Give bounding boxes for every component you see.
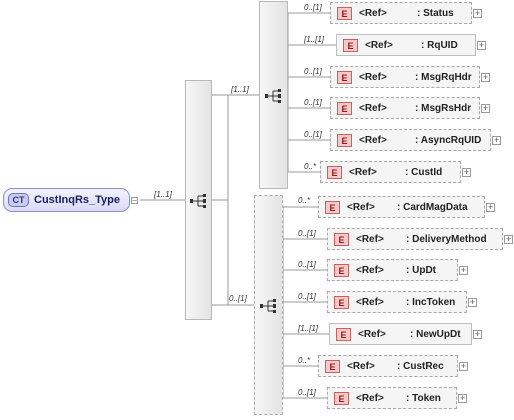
group1-sequence[interactable] bbox=[259, 1, 288, 189]
element-badge: E bbox=[334, 264, 349, 277]
element-badge: E bbox=[334, 233, 349, 246]
cardinality-label: 0..[1] bbox=[304, 130, 322, 139]
expand-icon[interactable]: + bbox=[492, 135, 501, 145]
cardinality-label: 0..[1] bbox=[304, 98, 322, 107]
element-asyncrquid[interactable]: E <Ref> : AsyncRqUID bbox=[330, 129, 491, 151]
cardinality-label: [1..[1] bbox=[298, 324, 319, 333]
element-msgrshdr[interactable]: E <Ref> : MsgRsHdr bbox=[330, 97, 480, 119]
expand-icon[interactable]: + bbox=[473, 8, 482, 18]
ref-label: <Ref> bbox=[359, 8, 387, 19]
ref-label: <Ref> bbox=[359, 72, 387, 83]
expand-icon[interactable]: + bbox=[504, 234, 513, 244]
cardinality-label: 0..[1] bbox=[304, 67, 322, 76]
expand-icon[interactable]: + bbox=[459, 361, 468, 371]
element-badge: E bbox=[325, 360, 340, 373]
sequence-icon bbox=[260, 299, 276, 313]
sequence-icon bbox=[190, 194, 206, 208]
element-status[interactable]: E <Ref> : Status bbox=[330, 2, 472, 24]
collapse-icon[interactable]: − bbox=[131, 196, 138, 205]
ref-label: <Ref> bbox=[347, 361, 375, 372]
element-badge: E bbox=[337, 102, 352, 115]
cardinality-label: 0..* bbox=[298, 196, 311, 205]
element-token[interactable]: E <Ref> : Token bbox=[327, 387, 457, 409]
ref-label: <Ref> bbox=[356, 393, 384, 404]
ref-label: <Ref> bbox=[349, 167, 377, 178]
element-msgrqhdr[interactable]: E <Ref> : MsgRqHdr bbox=[330, 66, 480, 88]
ref-label: <Ref> bbox=[359, 103, 387, 114]
root-cardinality: [1..1] bbox=[154, 190, 172, 199]
element-inctoken[interactable]: E <Ref> : IncToken bbox=[327, 291, 467, 313]
element-name: : NewUpDt bbox=[410, 329, 461, 340]
expand-icon[interactable]: + bbox=[481, 103, 490, 113]
element-custrec[interactable]: E <Ref> : CustRec bbox=[318, 355, 458, 377]
cardinality-label: 0..[1] bbox=[298, 388, 316, 397]
expand-icon[interactable]: + bbox=[477, 40, 486, 50]
expand-icon[interactable]: + bbox=[462, 167, 471, 177]
element-badge: E bbox=[337, 134, 352, 147]
element-cardmagdata[interactable]: E <Ref> : CardMagData bbox=[318, 196, 485, 218]
element-badge: E bbox=[337, 7, 352, 20]
cardinality-label: 0..[1] bbox=[298, 260, 316, 269]
element-newupdt[interactable]: E <Ref> : NewUpDt bbox=[329, 323, 472, 345]
expand-icon[interactable]: + bbox=[468, 297, 477, 307]
ref-label: <Ref> bbox=[356, 297, 384, 308]
element-updt[interactable]: E <Ref> : UpDt bbox=[327, 259, 458, 281]
element-badge: E bbox=[336, 328, 351, 341]
group1-cardinality: [1..1] bbox=[231, 85, 249, 94]
complex-type-badge: CT bbox=[8, 193, 29, 207]
element-name: : UpDt bbox=[406, 265, 436, 276]
element-badge: E bbox=[343, 39, 358, 52]
element-name: : MsgRqHdr bbox=[415, 72, 472, 83]
cardinality-label: 0..[1] bbox=[298, 292, 316, 301]
element-name: : CardMagData bbox=[397, 202, 468, 213]
cardinality-label: 0..* bbox=[298, 356, 311, 365]
sequence-icon bbox=[265, 89, 281, 103]
element-name: : CustId bbox=[405, 167, 443, 178]
expand-icon[interactable]: + bbox=[459, 265, 468, 275]
element-name: : IncToken bbox=[406, 297, 456, 308]
element-badge: E bbox=[334, 296, 349, 309]
ref-label: <Ref> bbox=[347, 202, 375, 213]
element-badge: E bbox=[327, 166, 342, 179]
element-badge: E bbox=[337, 71, 352, 84]
complex-type-box[interactable]: CT CustInqRs_Type bbox=[3, 188, 130, 212]
element-name: : Status bbox=[417, 8, 454, 19]
root-sequence[interactable] bbox=[185, 80, 212, 320]
element-badge: E bbox=[325, 201, 340, 214]
cardinality-label: 0..* bbox=[304, 162, 317, 171]
element-name: : AsyncRqUID bbox=[415, 135, 482, 146]
element-badge: E bbox=[334, 392, 349, 405]
ref-label: <Ref> bbox=[356, 234, 384, 245]
ref-label: <Ref> bbox=[359, 135, 387, 146]
element-custid[interactable]: E <Ref> : CustId bbox=[320, 161, 461, 183]
element-rquid[interactable]: E <Ref> : RqUID bbox=[336, 34, 476, 56]
element-name: : RqUID bbox=[421, 40, 458, 51]
element-name: : CustRec bbox=[397, 361, 444, 372]
element-name: : DeliveryMethod bbox=[406, 234, 487, 245]
expand-icon[interactable]: + bbox=[458, 393, 467, 403]
complex-type-name: CustInqRs_Type bbox=[34, 194, 120, 206]
group2-sequence[interactable] bbox=[254, 195, 283, 415]
ref-label: <Ref> bbox=[358, 329, 386, 340]
ref-label: <Ref> bbox=[356, 265, 384, 276]
cardinality-label: [1..[1] bbox=[304, 35, 325, 44]
group2-cardinality: 0..[1] bbox=[229, 294, 247, 303]
cardinality-label: 0..[1] bbox=[304, 3, 322, 12]
expand-icon[interactable]: + bbox=[481, 72, 490, 82]
expand-icon[interactable]: + bbox=[473, 329, 482, 339]
cardinality-label: 0..[1] bbox=[298, 229, 316, 238]
element-deliverymethod[interactable]: E <Ref> : DeliveryMethod bbox=[327, 228, 503, 250]
ref-label: <Ref> bbox=[365, 40, 393, 51]
expand-icon[interactable]: + bbox=[486, 202, 495, 212]
element-name: : Token bbox=[406, 393, 441, 404]
element-name: : MsgRsHdr bbox=[415, 103, 472, 114]
